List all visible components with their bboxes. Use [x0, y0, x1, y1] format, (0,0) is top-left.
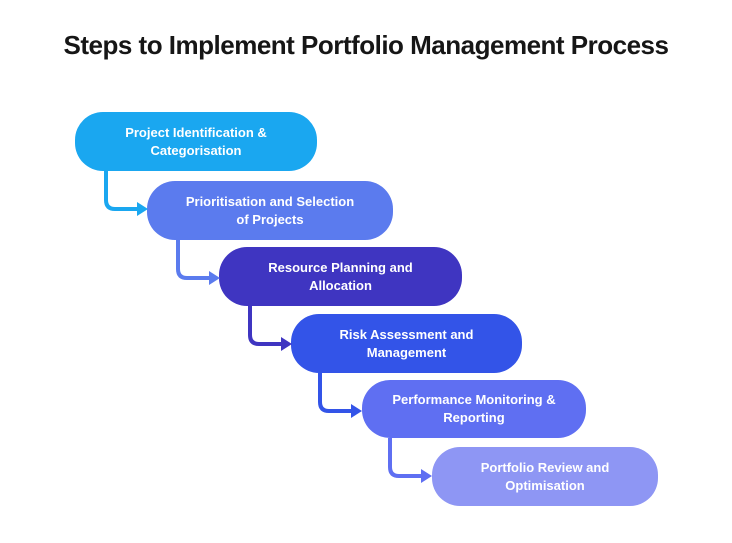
connector-line: [318, 373, 354, 413]
connector-arrow-5: [388, 438, 432, 483]
arrowhead-icon: [351, 404, 362, 418]
step-label: Performance Monitoring & Reporting: [392, 392, 556, 425]
arrowhead-icon: [209, 271, 220, 285]
connector-arrow-1: [104, 171, 148, 216]
step-box-resource-planning: Resource Planning and Allocation: [219, 247, 462, 306]
connector-arrow-2: [176, 240, 220, 285]
arrowhead-icon: [281, 337, 292, 351]
step-label: Portfolio Review and Optimisation: [480, 459, 610, 493]
diagram-title: Steps to Implement Portfolio Management …: [63, 30, 669, 60]
step-label: Resource Planning and Allocation: [268, 259, 413, 293]
step-box-portfolio-review: Portfolio Review and Optimisation: [432, 447, 658, 506]
step-box-project-identification: Project Identification & Categorisation: [75, 112, 317, 171]
connector-arrow-4: [318, 373, 362, 418]
step-box-performance-monitoring: Performance Monitoring & Reporting: [362, 380, 586, 438]
connector-line: [248, 306, 284, 346]
step-label: Project Identification & Categorisation: [125, 124, 267, 158]
step-label: Prioritisation and Selection of Projects: [185, 193, 355, 227]
connector-line: [176, 240, 212, 280]
connector-line: [388, 438, 424, 478]
step-box-risk-assessment: Risk Assessment and Management: [291, 314, 522, 373]
step-box-prioritisation-selection: Prioritisation and Selection of Projects: [147, 181, 393, 240]
arrowhead-icon: [421, 469, 432, 483]
connector-line: [104, 171, 140, 211]
connector-arrow-3: [248, 306, 292, 351]
arrowhead-icon: [137, 202, 148, 216]
step-label: Risk Assessment and Management: [339, 326, 474, 360]
